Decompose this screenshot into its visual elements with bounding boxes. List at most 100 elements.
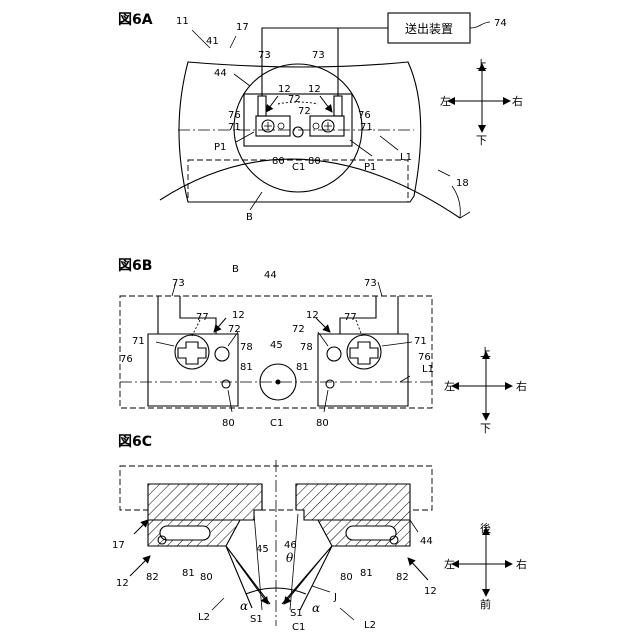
ref-74: 74 — [494, 18, 507, 29]
direction-cross-6a: 上 下 左 右 — [440, 58, 523, 147]
bolt-81-left — [222, 380, 230, 388]
ref-81-left-6c: 81 — [182, 568, 195, 579]
ref-76-right: 76 — [358, 110, 371, 121]
device-box-label: 送出装置 — [405, 21, 453, 36]
hole-right-6a — [313, 123, 319, 129]
leader-73-right-6b — [378, 282, 382, 296]
ref-80-left-6c: 80 — [200, 572, 213, 583]
ref-12-right-6c: 12 — [424, 586, 437, 597]
bore-45 — [262, 484, 296, 510]
screw-cross-left-6a — [264, 122, 272, 130]
ref-p1-left: P1 — [214, 142, 226, 153]
arrow-17 — [134, 520, 148, 534]
ref-l1-6b: L1 — [422, 364, 434, 375]
ref-44-6b: 44 — [264, 270, 277, 281]
ref-76-right-6b: 76 — [418, 352, 431, 363]
ref-s1-left: S1 — [250, 614, 263, 625]
leader-17 — [230, 36, 236, 48]
leader-p1-left — [236, 132, 254, 142]
ref-12-right-6b: 12 — [306, 310, 319, 321]
ref-78-left: 78 — [240, 342, 253, 353]
ref-73-right: 73 — [312, 50, 325, 61]
dir-left-6c: 左 — [444, 558, 455, 571]
ref-45-6c: 45 — [256, 544, 269, 555]
slot-right-6c — [346, 526, 396, 540]
ref-alpha-left: α — [240, 599, 248, 613]
leader-44-6c — [410, 520, 418, 532]
ref-78-right: 78 — [300, 342, 313, 353]
leader-p1-right — [350, 140, 372, 156]
ref-73-left: 73 — [258, 50, 271, 61]
lead-right-6a — [334, 96, 342, 116]
dir-right-6b: 右 — [516, 379, 527, 393]
outer-body — [179, 62, 421, 202]
dir-back-6c: 後 — [480, 521, 491, 535]
dir-up-6a: 上 — [476, 58, 487, 71]
arrow-12-left-6a — [266, 96, 278, 112]
leader-80-right-6b — [324, 390, 328, 412]
ref-80-right-6b: 80 — [316, 418, 329, 429]
hole-78-right — [327, 347, 341, 361]
screw-cross-right-6b — [350, 342, 378, 364]
slot-left-6c — [160, 526, 210, 540]
ref-l1: L1 — [400, 152, 412, 163]
ref-17-6c: 17 — [112, 540, 125, 551]
ref-73-right-6b: 73 — [364, 278, 377, 289]
ref-p1-right: P1 — [364, 162, 376, 173]
sensor-left-6a — [256, 116, 290, 136]
ref-41: 41 — [206, 36, 219, 47]
ref-s1-right: S1 — [290, 608, 303, 619]
fig6c-title: 図6C — [118, 434, 152, 450]
ref-77-left: 77 — [196, 312, 209, 323]
hole-left-6a — [278, 123, 284, 129]
region-b-6b — [120, 296, 432, 408]
fig6b-title: 図6B — [118, 258, 152, 274]
ref-b: B — [246, 212, 253, 223]
ref-71-right-6b: 71 — [414, 336, 427, 347]
ref-71-right: 71 — [360, 122, 373, 133]
plate-44-left — [148, 484, 262, 520]
ref-72-left: 72 — [288, 94, 301, 105]
arrow-12-right-6a — [320, 96, 332, 112]
leader-l2-left — [212, 598, 224, 610]
ref-77-right: 77 — [344, 312, 357, 323]
arc-18-tick — [460, 212, 470, 218]
ref-12-left-6c: 12 — [116, 578, 129, 589]
ref-44-6c: 44 — [420, 536, 433, 547]
dir-up-6b: 上 — [480, 346, 491, 359]
ref-l2-left: L2 — [198, 612, 210, 623]
lead-left-6a — [258, 96, 266, 116]
bolt-81-right — [326, 380, 334, 388]
ref-82-right: 82 — [396, 572, 409, 583]
ref-46-6c: 46 — [284, 540, 297, 551]
direction-cross-6b: 上 下 左 右 — [444, 346, 527, 435]
ref-17: 17 — [236, 22, 249, 33]
ref-c1: C1 — [292, 162, 305, 173]
ref-82-left: 82 — [146, 572, 159, 583]
ref-44: 44 — [214, 68, 227, 79]
ref-c1-6b: C1 — [270, 418, 283, 429]
ref-72-left-6b: 72 — [228, 324, 241, 335]
ref-81-right-6b: 81 — [296, 362, 309, 373]
sensor-left-6b — [148, 334, 238, 406]
fig6a: 図6A 送出装置 74 — [118, 12, 523, 223]
ref-71-left: 71 — [228, 122, 241, 133]
fig6a-title: 図6A — [118, 12, 153, 28]
fig6b: 図6B B — [118, 258, 527, 435]
plate-44-right — [296, 484, 410, 520]
leader-71-left-6b — [156, 342, 174, 346]
leader-74 — [470, 22, 490, 28]
ref-73-left-6b: 73 — [172, 278, 185, 289]
leader-80-left-6b — [228, 390, 232, 412]
direction-cross-6c: 後 前 左 右 — [444, 521, 527, 611]
ref-81-right-6c: 81 — [360, 568, 373, 579]
ref-11: 11 — [176, 16, 189, 27]
leader-18 — [438, 170, 450, 176]
leader-l1 — [380, 136, 398, 150]
ref-80-right-6c: 80 — [340, 572, 353, 583]
leader-l2-right — [340, 608, 354, 620]
ref-12-left-6b: 12 — [232, 310, 245, 321]
ref-81-left-6b: 81 — [240, 362, 253, 373]
ref-theta: θ — [286, 551, 294, 565]
leader-b — [250, 192, 262, 210]
